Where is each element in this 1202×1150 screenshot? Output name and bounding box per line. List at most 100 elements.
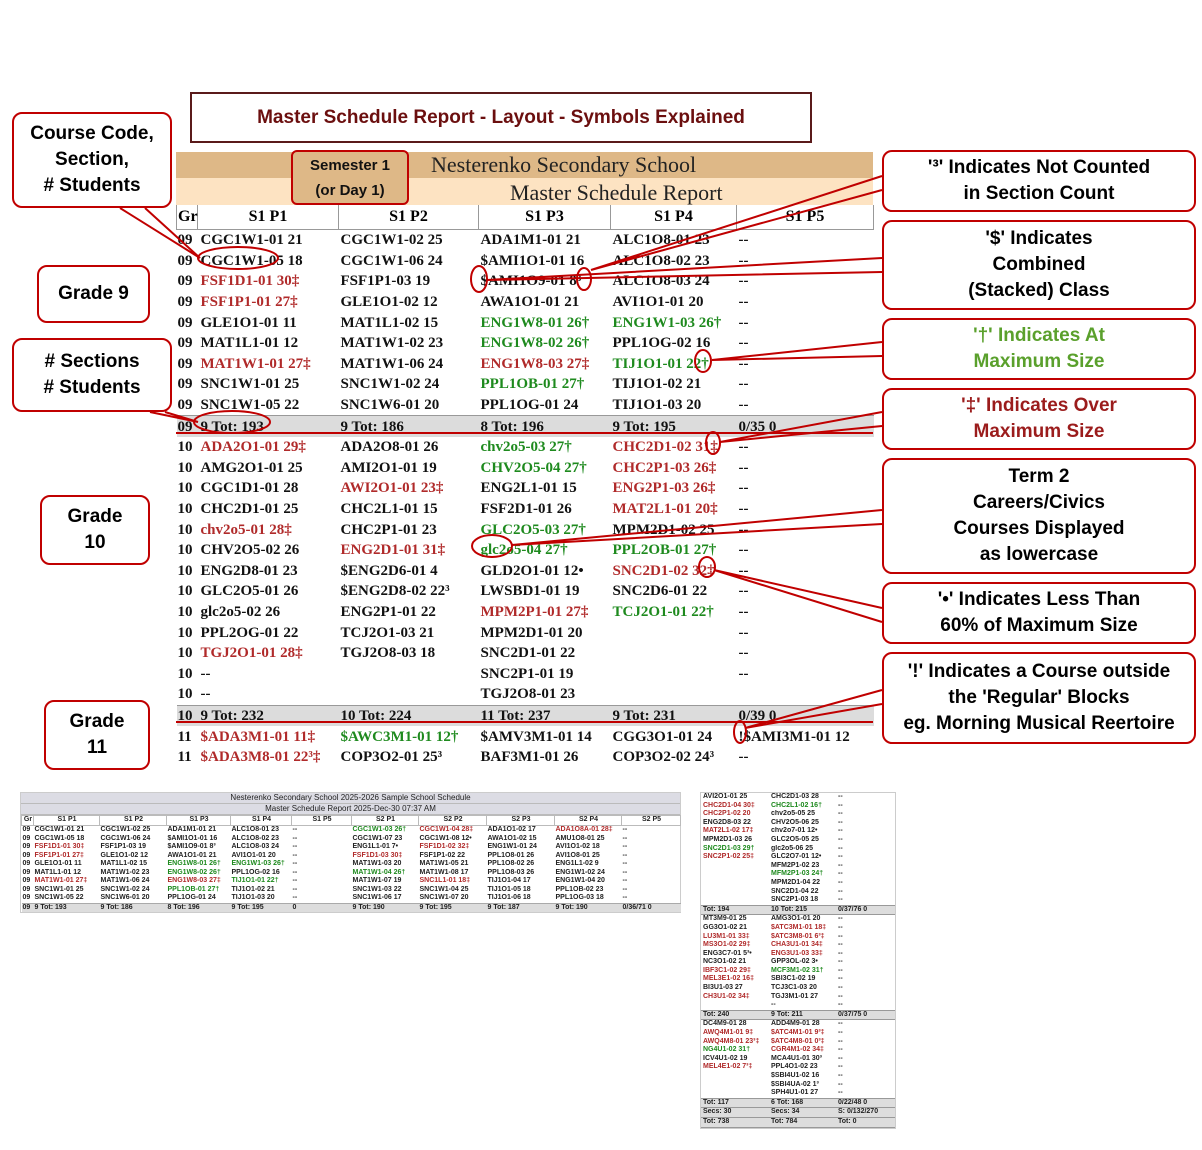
section-cell: -- [292, 826, 298, 833]
column-header: S2 P4 [554, 815, 622, 826]
callout-sections: # Sections # Students [12, 338, 172, 412]
callout-course-code: Course Code, Section, # Students [12, 112, 172, 208]
section-cell: IBF3C1-02 29‡ [703, 966, 751, 974]
thumbnail-title: Nesterenko Secondary School 2025-2026 Sa… [21, 793, 680, 804]
callout-text: 60% of Maximum Size [940, 615, 1138, 636]
section-cell: SNC1W1-07 20 [419, 894, 469, 901]
section-cell: 9 Tot: 231 [610, 704, 737, 727]
report-name: Master Schedule Report [510, 180, 723, 205]
table-row: MEL4E1-02 7³‡PPL4O1-02 23-- [701, 1063, 895, 1072]
section-cell: S: 0/132/270 [836, 1107, 895, 1118]
section-cell: -- [738, 562, 749, 579]
section-cell [701, 1001, 769, 1010]
section-cell: GG3O1-02 21 [703, 923, 747, 931]
section-cell: ENG1W1-02 24 [555, 868, 605, 876]
section-cell: CHC2L1-02 16† [771, 801, 822, 809]
section-cell: $AMI1O9-01 8³ [480, 273, 582, 290]
section-cell: 8 Tot: 196 [478, 415, 611, 437]
column-header: S1 P4 [610, 205, 737, 230]
section-cell: -- [738, 749, 749, 766]
section-cell: PPL1OG-03 18 [555, 894, 604, 901]
section-cell: AWA1O1-01 21 [167, 851, 217, 859]
callout-text: 10 [84, 532, 106, 553]
section-cell: SNC1W1-01 25 [34, 885, 84, 893]
section-cell [701, 870, 769, 879]
table-row: SNC2P1-02 25‡GLC2O7-01 12•-- [701, 853, 895, 862]
callout-grade-11: Grade 11 [44, 700, 150, 770]
section-cell: AVI2O1-01 25 [703, 793, 748, 800]
section-cell: -- [292, 843, 298, 850]
callout-grade-9: Grade 9 [37, 265, 150, 323]
section-cell: AWA1O1-01 21 [480, 294, 580, 311]
grade-cell: 10 [177, 624, 193, 641]
grade-cell: 09 [177, 314, 193, 331]
section-cell: MAT1W1-02 23 [100, 868, 150, 876]
grade-cell: 10 [177, 562, 193, 579]
section-cell: FSF1P1-01 27‡ [34, 851, 84, 859]
table-row: CH3U1-02 34‡TGJ3M1-01 27-- [701, 993, 895, 1002]
section-cell: -- [738, 397, 749, 414]
section-cell: MAT2L1-01 20‡ [612, 501, 718, 518]
grade-cell: 10 [177, 480, 193, 497]
table-row: MFM2P1-02 23-- [701, 862, 895, 871]
section-cell: ENG1W8-03 27‡ [480, 355, 590, 372]
section-cell: 9 Tot: 187 [486, 902, 555, 912]
column-header: S1 P5 [736, 205, 874, 230]
master-schedule-report: Nesterenko Secondary School Master Sched… [176, 152, 874, 767]
section-cell: 0/22/48 0 [836, 1097, 895, 1109]
section-cell: COP3O2-01 25³ [340, 749, 443, 766]
section-cell: MAT1W1-07 19 [352, 877, 402, 884]
section-cell: ALC1O8-01 23 [231, 826, 279, 833]
section-cell: TIJ1O1-01 22† [612, 355, 709, 372]
section-cell: TIJ1O1-02 21 [231, 885, 275, 893]
section-cell: -- [838, 992, 843, 1000]
grade-cell: 10 [177, 521, 193, 538]
section-cell: -- [738, 355, 749, 372]
section-cell: -- [738, 542, 749, 559]
section-cell: -- [738, 314, 749, 331]
table-row: $SBI4U1-02 16-- [701, 1072, 895, 1081]
callout-text: # Sections [44, 351, 140, 372]
section-cell: GLE1O1-01 11 [34, 860, 82, 867]
section-cell: -- [622, 826, 628, 833]
section-cell: SNC2D1-03 29† [703, 844, 755, 852]
section-cell [701, 1089, 769, 1098]
section-cell: MCA4U1-01 30³ [771, 1054, 822, 1062]
section-cell: SBI3C1-02 19 [771, 975, 816, 983]
section-cell: CGC1W1-05 18 [34, 834, 85, 842]
section-cell: MPM2D1-01 20 [480, 624, 583, 641]
section-cell: !$AMI3M1-01 12 [738, 728, 850, 745]
section-cell: AMG3O1-01 20 [771, 915, 821, 923]
section-cell: glc2o5-02 26 [200, 603, 281, 620]
table-row: IBF3C1-02 29‡MCF3M1-02 31†-- [701, 967, 895, 976]
section-cell: $ADA3M8-01 22³‡ [200, 749, 321, 766]
section-cell: DC4M9-01 28 [703, 1020, 747, 1028]
section-cell: TGJ2O1-01 28‡ [200, 645, 303, 662]
section-cell: -- [838, 896, 843, 904]
section-cell [701, 862, 769, 871]
callout-text: Courses Displayed [953, 518, 1125, 539]
section-cell: -- [771, 1001, 776, 1009]
section-cell: 09 [22, 851, 31, 859]
section-cell: -- [838, 878, 843, 886]
grade-cell: 09 [177, 232, 193, 249]
table-row: MFM2P1-03 24†-- [701, 870, 895, 879]
section-cell [611, 663, 737, 684]
callout-text: Careers/Civics [972, 492, 1106, 513]
section-cell: 9 Tot: 211 [769, 1009, 836, 1021]
section-cell: MFM2P1-03 24† [771, 870, 824, 878]
